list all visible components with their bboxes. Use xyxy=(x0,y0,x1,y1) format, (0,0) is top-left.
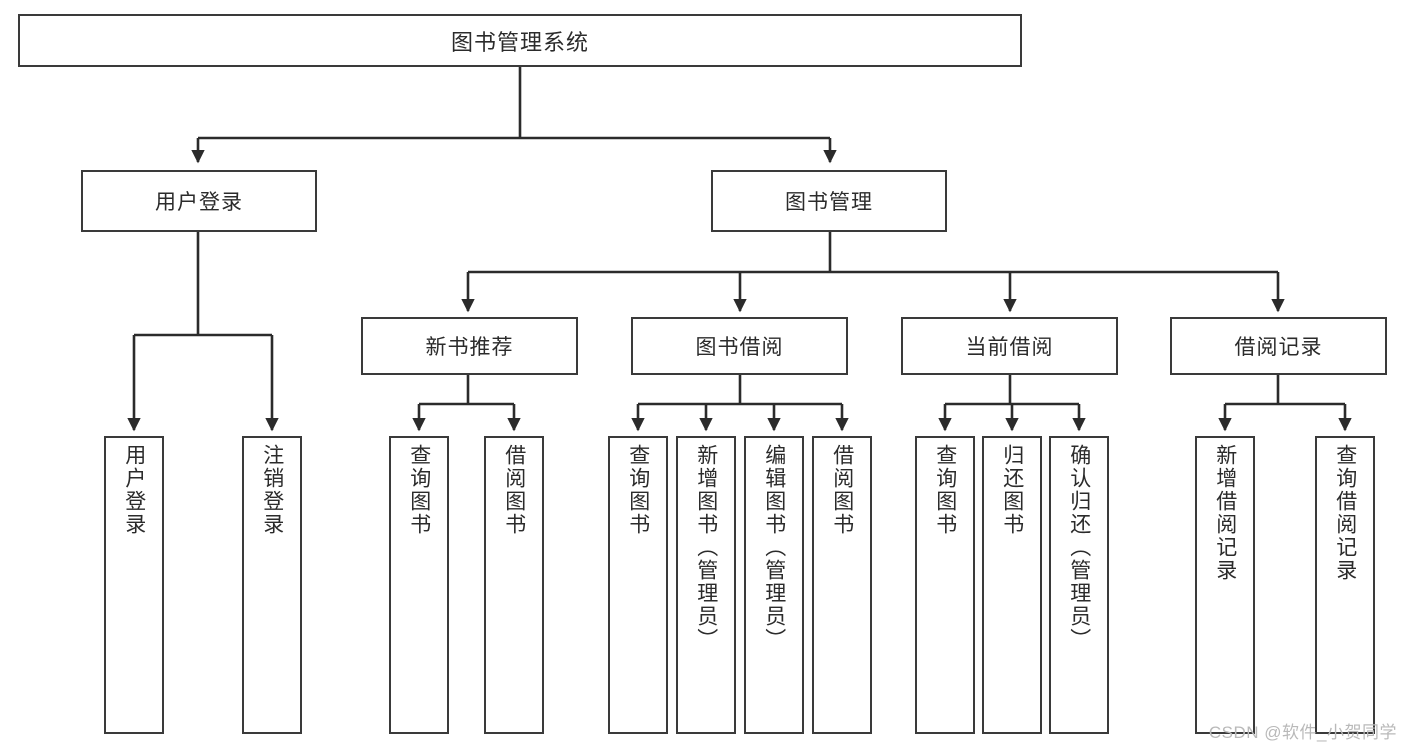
node-leaf-query-book-borrow[interactable]: 查询图书 xyxy=(608,436,668,734)
node-leaf-query-borrow-record[interactable]: 查询借阅记录 xyxy=(1315,436,1375,734)
node-user-login[interactable]: 用户登录 xyxy=(81,170,317,232)
node-label: 用户登录 xyxy=(122,444,146,536)
node-root-system[interactable]: 图书管理系统 xyxy=(18,14,1022,67)
node-leaf-confirm-return-admin[interactable]: 确认归还（管理员） xyxy=(1049,436,1109,734)
node-leaf-logout[interactable]: 注销登录 xyxy=(242,436,302,734)
node-book-management[interactable]: 图书管理 xyxy=(711,170,947,232)
node-label: 当前借阅 xyxy=(965,336,1054,359)
node-leaf-query-book-current[interactable]: 查询图书 xyxy=(915,436,975,734)
node-label: 用户登录 xyxy=(155,191,243,214)
node-leaf-edit-book-admin[interactable]: 编辑图书（管理员） xyxy=(744,436,804,734)
node-leaf-borrow-book-recommend[interactable]: 借阅图书 xyxy=(484,436,544,734)
node-label: 借阅记录 xyxy=(1234,336,1323,359)
node-label: 新书推荐 xyxy=(425,336,514,359)
node-label: 确认归还（管理员） xyxy=(1067,444,1091,651)
node-current-borrow[interactable]: 当前借阅 xyxy=(901,317,1118,375)
node-leaf-return-book[interactable]: 归还图书 xyxy=(982,436,1042,734)
node-book-borrow[interactable]: 图书借阅 xyxy=(631,317,848,375)
node-label: 查询图书 xyxy=(933,444,957,536)
node-label: 查询图书 xyxy=(626,444,650,536)
node-label: 查询借阅记录 xyxy=(1333,444,1357,582)
node-borrow-record[interactable]: 借阅记录 xyxy=(1170,317,1387,375)
node-label: 查询图书 xyxy=(407,444,431,536)
node-label: 借阅图书 xyxy=(830,444,854,536)
node-label: 新增图书（管理员） xyxy=(694,444,718,651)
node-label: 图书管理系统 xyxy=(450,29,589,55)
node-leaf-user-login[interactable]: 用户登录 xyxy=(104,436,164,734)
node-label: 图书借阅 xyxy=(695,336,784,359)
node-new-book-recommend[interactable]: 新书推荐 xyxy=(361,317,578,375)
node-label: 图书管理 xyxy=(785,191,873,214)
node-label: 注销登录 xyxy=(260,444,284,536)
node-label: 归还图书 xyxy=(1000,444,1024,536)
node-label: 借阅图书 xyxy=(502,444,526,536)
node-leaf-query-book-recommend[interactable]: 查询图书 xyxy=(389,436,449,734)
csdn-watermark: CSDN @软件_小贺同学 xyxy=(1208,723,1397,742)
node-leaf-add-borrow-record[interactable]: 新增借阅记录 xyxy=(1195,436,1255,734)
node-label: 新增借阅记录 xyxy=(1213,444,1237,582)
node-label: 编辑图书（管理员） xyxy=(762,444,786,651)
node-leaf-add-book-admin[interactable]: 新增图书（管理员） xyxy=(676,436,736,734)
node-leaf-borrow-book[interactable]: 借阅图书 xyxy=(812,436,872,734)
